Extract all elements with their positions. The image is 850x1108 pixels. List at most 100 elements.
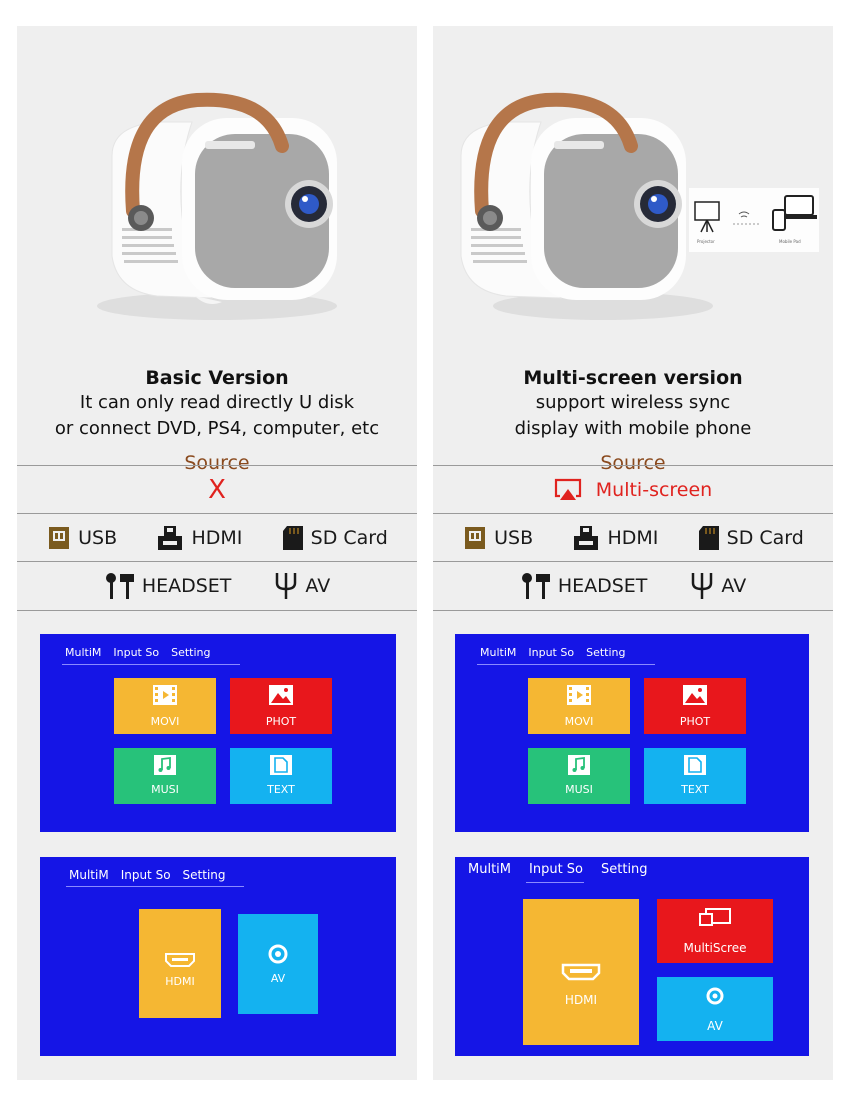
port-headset: HEADSET [104,571,232,601]
tile-music-label: MUSI [151,783,179,796]
tile-text[interactable]: TEXT [644,748,746,804]
menu-multimedia[interactable]: MultiM [468,862,511,877]
projector-photo: Projector Mobile Pad [460,92,819,320]
version-title: Basic Version [145,367,289,389]
film-icon [567,685,591,705]
port-usb-label: USB [78,527,118,549]
tile-multiscreen[interactable]: MultiScree [657,899,773,963]
menu-underline [62,664,240,665]
media-menu-screen: MultiM Input So Setting MOVI PHOT [455,634,809,832]
multi-screen-label: Multi-screen [595,479,713,501]
tile-movie-label: MOVI [564,715,594,728]
menu-setting[interactable]: Setting [171,646,211,659]
tile-music[interactable]: MUSI [528,748,630,804]
menu-input-source[interactable]: Input So [528,646,575,659]
av-cable-icon [692,573,713,599]
port-av-label: AV [721,575,747,597]
menu-multimedia[interactable]: MultiM [69,868,109,882]
projector-photo [97,92,337,320]
port-usb: USB [462,525,533,551]
description-line-2: or connect DVD, PS4, computer, etc [54,418,380,439]
port-headset: HEADSET [520,571,648,601]
tile-hdmi[interactable]: HDMI [523,899,639,1045]
port-av: AV [273,571,330,601]
earphones-icon [521,573,550,599]
port-usb: USB [46,525,117,551]
port-hdmi: HDMI [155,524,242,552]
tile-text-label: TEXT [681,783,709,796]
tile-multiscreen-label: MultiScree [683,941,747,955]
document-icon [270,755,292,775]
menu-multimedia[interactable]: MultiM [65,646,102,659]
tile-text-label: TEXT [267,783,295,796]
port-headset-label: HEADSET [141,575,232,597]
tile-photo[interactable]: PHOT [230,678,332,734]
screen-mirroring-icon [554,478,581,500]
version-description: Multi-screen version support wireless sy… [433,366,833,442]
screen-menu-bar: MultiM Input So Setting [66,868,244,887]
hdmi-icon [574,526,599,550]
earphones-icon [105,573,134,599]
port-av: AV [689,571,746,601]
screen-cast-icon [699,908,731,926]
feature-row: Multi-screen [433,465,833,514]
hdmi-port-icon [561,963,601,981]
menu-multimedia[interactable]: MultiM [480,646,517,659]
wireless-diagram [694,195,817,233]
tile-hdmi[interactable]: HDMI [139,909,221,1018]
menu-input-source[interactable]: Input So [120,868,171,882]
av-jack-icon [706,987,724,1005]
basic-version-panel: Basic Version It can only read directly … [17,26,417,1080]
usb-icon [465,527,486,549]
tile-music[interactable]: MUSI [114,748,216,804]
tile-text[interactable]: TEXT [230,748,332,804]
projector-caption: Projector [697,239,715,244]
port-hdmi: HDMI [571,524,658,552]
tile-hdmi-label: HDMI [564,993,598,1007]
tile-av[interactable]: AV [238,914,318,1014]
film-icon [153,685,177,705]
sd-card-icon [698,526,719,550]
sd-card-icon [282,526,303,550]
av-cable-icon [276,573,297,599]
screen-menu-bar: MultiM Input So Setting [62,646,240,665]
usb-icon [49,527,70,549]
port-sd-card-label: SD Card [726,527,804,549]
screen-menu-bar: MultiM Input So Setting [477,646,655,665]
version-description: Basic Version It can only read directly … [17,366,417,442]
menu-input-source[interactable]: Input So [113,646,160,659]
hdmi-icon [158,526,183,550]
tile-movie[interactable]: MOVI [528,678,630,734]
tile-photo[interactable]: PHOT [644,678,746,734]
tile-av-label: AV [270,972,286,985]
port-headset-label: HEADSET [557,575,648,597]
tile-av[interactable]: AV [657,977,773,1041]
menu-input-source[interactable]: Input So [529,862,583,877]
menu-underline [526,882,584,883]
menu-setting[interactable]: Setting [601,862,648,877]
hdmi-port-icon [165,953,195,967]
av-jack-icon [268,944,288,964]
port-sd-card-label: SD Card [310,527,388,549]
tile-music-label: MUSI [565,783,593,796]
tile-movie-label: MOVI [150,715,180,728]
menu-setting[interactable]: Setting [586,646,626,659]
port-usb-label: USB [494,527,534,549]
port-hdmi-label: HDMI [607,527,659,549]
media-menu-screen: MultiM Input So Setting MOVI PHOT [40,634,396,832]
ports-row-2: HEADSET AV [433,561,833,611]
ports-row-1: USB HDMI SD Card [17,513,417,562]
screen-menu-bar: MultiM Input So Setting [468,862,648,883]
mobile-pad-caption: Mobile Pad [779,239,801,244]
source-heading: Source [600,452,666,474]
menu-underline [66,886,244,887]
source-heading: Source [184,452,250,474]
tile-movie[interactable]: MOVI [114,678,216,734]
multi-screen-version-panel: Projector Mobile Pad Multi-screen versio… [433,26,833,1080]
tile-av-label: AV [707,1019,723,1033]
input-source-screen: MultiM Input So Setting HDMI AV [40,857,396,1056]
port-sd-card: SD Card [697,524,804,552]
input-source-screen: MultiM Input So Setting HDMI MultiScree [455,857,809,1056]
port-hdmi-label: HDMI [191,527,243,549]
menu-setting[interactable]: Setting [182,868,226,882]
